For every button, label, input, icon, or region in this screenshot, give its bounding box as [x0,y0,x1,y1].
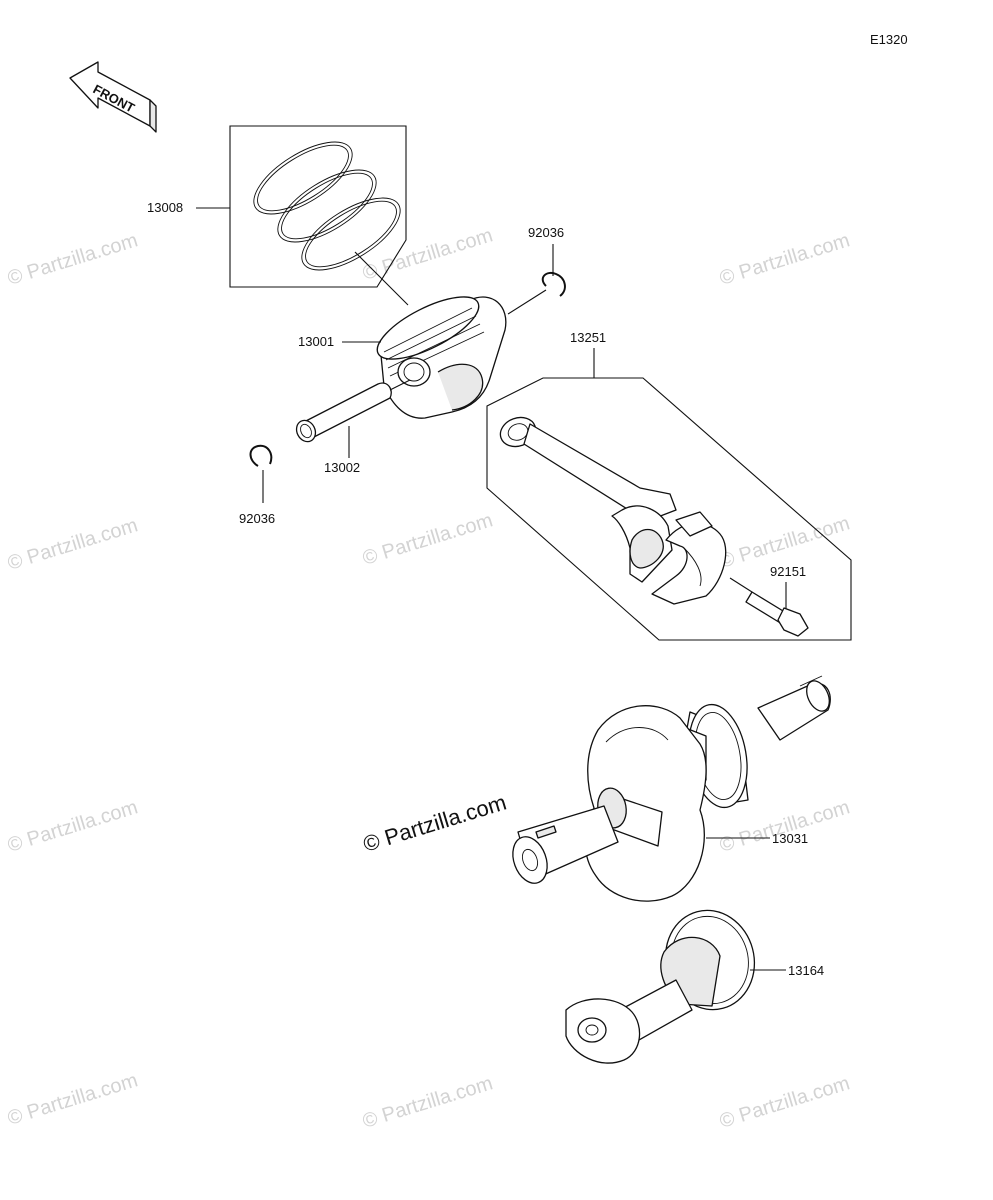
connecting-rod-assembly [499,416,727,605]
watermark-main: © Partzilla.com [360,790,509,857]
label-13001: 13001 [298,334,334,349]
label-13251: 13251 [570,330,606,345]
watermark: © Partzilla.com [5,229,140,289]
label-92036-lower: 92036 [239,511,275,526]
piston-pin [295,379,411,443]
watermark: © Partzilla.com [717,229,852,289]
watermark: © Partzilla.com [360,224,495,284]
watermark: © Partzilla.com [5,796,140,856]
front-arrow-icon: FRONT [69,61,157,133]
watermark: © Partzilla.com [5,514,140,574]
label-13164: 13164 [788,963,824,978]
watermark: © Partzilla.com [717,796,852,856]
piston-ring-set [229,125,409,306]
watermark: © Partzilla.com [360,509,495,569]
watermark: © Partzilla.com [717,1072,852,1132]
piston [376,296,507,419]
label-13008: 13008 [147,200,183,215]
diagram-code: E1320 [870,32,908,47]
piston-pin-clip-lower [249,444,273,467]
connecting-rod-bolt [729,577,809,637]
piston-pin-clip-upper [541,272,566,297]
watermark: © Partzilla.com [360,1072,495,1132]
label-13002: 13002 [324,460,360,475]
crankshaft [512,675,831,902]
balancer-shaft [565,909,756,1064]
label-92036-upper: 92036 [528,225,564,240]
label-92151: 92151 [770,564,806,579]
watermark: © Partzilla.com [5,1069,140,1129]
label-13031: 13031 [772,831,808,846]
